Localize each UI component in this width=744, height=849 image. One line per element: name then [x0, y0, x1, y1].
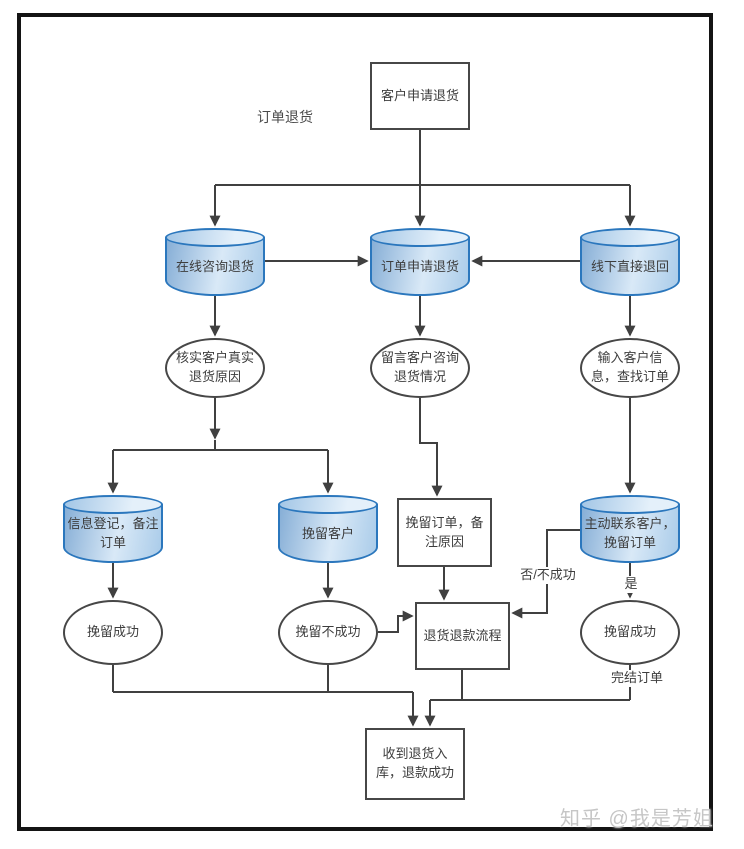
node-info-register-label: 信息登记，备注 订单 — [67, 516, 159, 550]
node-offline-return: 线下直接退回 — [580, 228, 680, 296]
node-online-consult: 在线咨询退货 — [165, 228, 265, 296]
node-retain-fail: 挽留不成功 — [278, 600, 378, 665]
node-order-apply-label: 订单申请退货 — [380, 258, 459, 274]
cylinder-top — [370, 228, 470, 247]
cylinder-top — [63, 495, 163, 514]
node-refund-process: 退货退款流程 — [415, 602, 510, 670]
edge-fail-to-refund-process — [378, 610, 414, 633]
node-retain-customer: 挽留客户 — [278, 495, 378, 563]
node-info-register: 信息登记，备注 订单 — [63, 495, 163, 563]
cylinder-top — [278, 495, 378, 514]
node-retain-success-left: 挽留成功 — [63, 600, 163, 665]
node-retain-success-right-label: 挽留成功 — [603, 624, 656, 640]
edge-label-no-unsuccessful: 否/不成功 — [506, 567, 590, 584]
node-verify-reason-label: 核实客户真实 退货原因 — [175, 350, 254, 384]
node-retain-success-right: 挽留成功 — [580, 600, 680, 665]
node-retain-order-note: 挽留订单，备 注原因 — [397, 498, 492, 567]
node-received-refund-label: 收到退货入 库，退款成功 — [375, 746, 454, 780]
edge-label-complete-order: 完结订单 — [602, 670, 672, 687]
node-offline-return-label: 线下直接退回 — [590, 258, 669, 274]
cylinder-top — [165, 228, 265, 247]
node-message-consult-label: 留言客户咨询 退货情况 — [380, 350, 459, 384]
node-retain-success-left-label: 挽留成功 — [86, 624, 139, 640]
node-customer-request-label: 客户申请退货 — [380, 87, 459, 103]
node-contact-customer-label: 主动联系客户， 挽留订单 — [584, 516, 676, 550]
edge-bottom-merge-right — [430, 665, 631, 701]
node-message-consult: 留言客户咨询 退货情况 — [370, 338, 470, 398]
node-verify-reason: 核实客户真实 退货原因 — [165, 338, 265, 398]
edge-to-retain-order-note — [419, 398, 443, 497]
node-online-consult-label: 在线咨询退货 — [175, 258, 254, 274]
node-refund-process-label: 退货退款流程 — [423, 627, 502, 643]
diagram-border-frame — [17, 13, 713, 831]
node-input-info: 输入客户信 息，查找订单 — [580, 338, 680, 398]
node-received-refund: 收到退货入 库，退款成功 — [365, 728, 465, 800]
watermark-text: 知乎 @我是芳姐 — [560, 808, 714, 830]
node-customer-request: 客户申请退货 — [370, 62, 470, 130]
cylinder-body — [580, 237, 680, 296]
node-retain-fail-label: 挽留不成功 — [295, 624, 361, 640]
node-retain-order-note-label: 挽留订单，备 注原因 — [405, 514, 484, 549]
node-order-apply: 订单申请退货 — [370, 228, 470, 296]
cylinder-top — [580, 495, 680, 514]
edge-bottom-merge-left — [112, 665, 413, 693]
node-contact-customer: 主动联系客户， 挽留订单 — [580, 495, 680, 563]
section-title: 订单退货 — [257, 109, 313, 125]
node-input-info-label: 输入客户信 息，查找订单 — [590, 350, 669, 384]
cylinder-top — [580, 228, 680, 247]
edge-label-yes: 是 — [618, 576, 644, 593]
node-retain-customer-label: 挽留客户 — [301, 525, 354, 541]
edge-verify-split-bar — [113, 440, 328, 451]
